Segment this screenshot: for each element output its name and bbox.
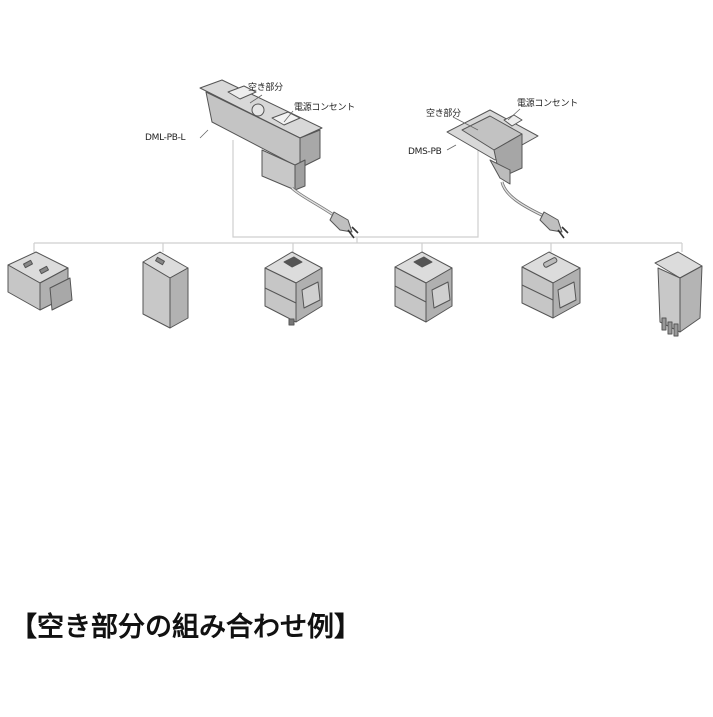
dml-pb-l-unit	[199, 79, 359, 239]
label-leaders	[199, 94, 521, 151]
module-3	[264, 251, 323, 326]
dml-empty-label: 空き部分	[248, 83, 283, 93]
dms-empty-label: 空き部分	[426, 109, 461, 119]
diagram-caption: 【空き部分の組み合わせ例】	[10, 612, 361, 643]
module-1	[7, 251, 73, 311]
dml-outlet-label: 電源コンセント	[294, 103, 355, 113]
module-6	[654, 251, 703, 337]
dms-pb-unit	[446, 109, 569, 239]
dms-outlet-label: 電源コンセント	[517, 99, 578, 109]
module-2	[142, 251, 189, 329]
module-5	[521, 251, 581, 319]
module-4	[394, 251, 453, 323]
connector-lines	[33, 140, 683, 252]
dms-model-label: DMS-PB	[408, 147, 442, 157]
dml-model-label: DML-PB-L	[145, 133, 186, 143]
